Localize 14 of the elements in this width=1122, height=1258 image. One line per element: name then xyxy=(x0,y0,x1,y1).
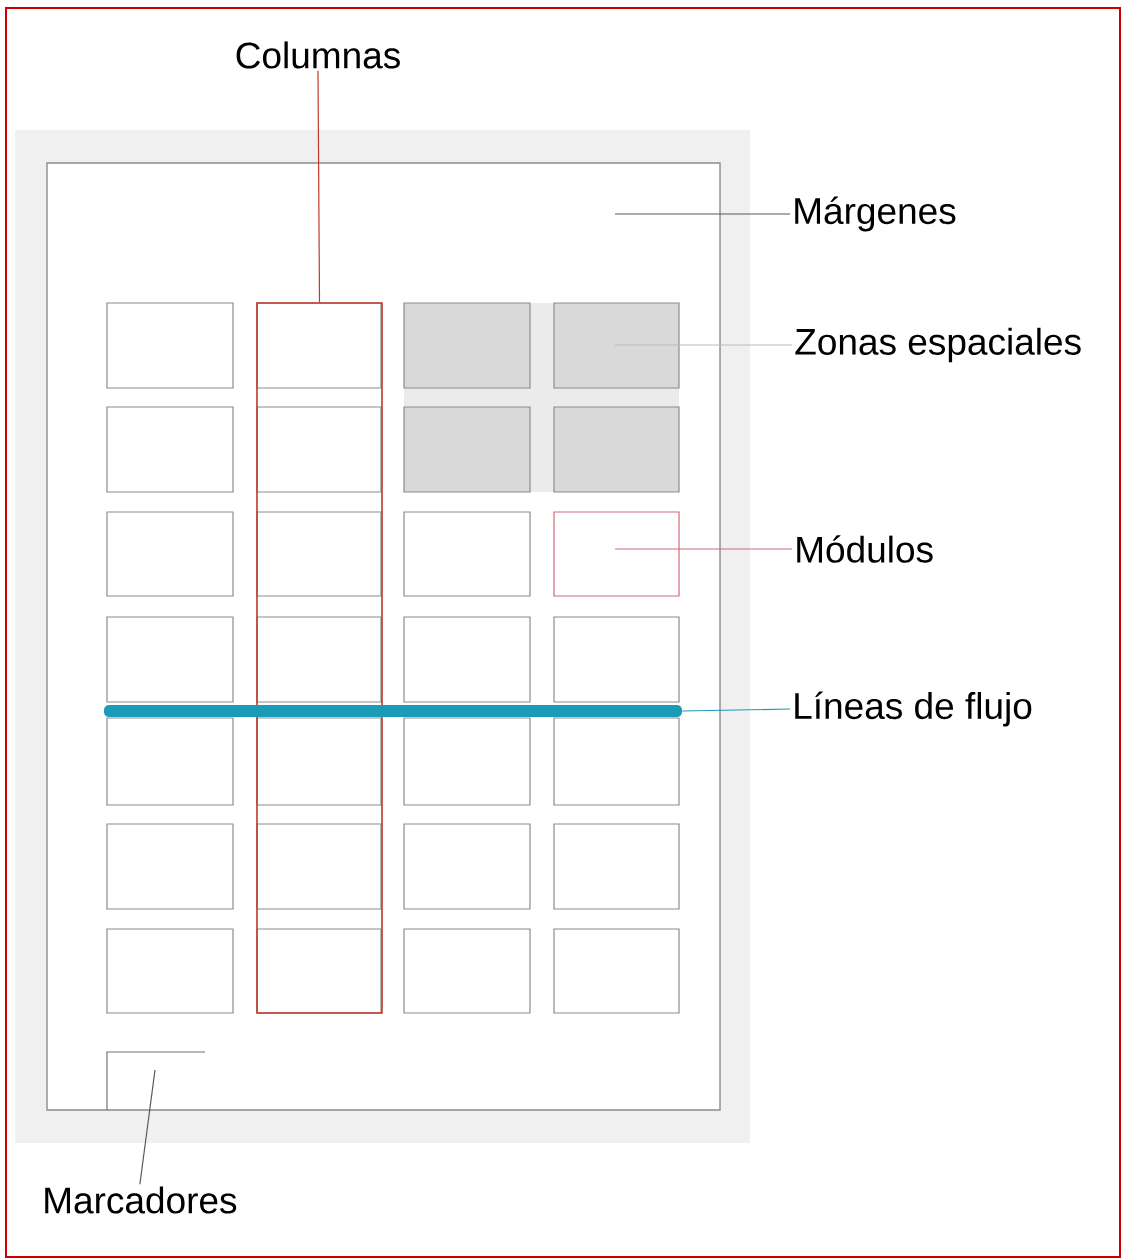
part-label: Márgenes xyxy=(795,196,956,232)
part-label: Zonas espaciales xyxy=(795,327,1081,363)
leader-line xyxy=(317,70,321,303)
leader-line xyxy=(614,344,793,346)
part-label: Líneas de flujo xyxy=(795,691,1032,727)
part-label: Marcadores xyxy=(45,1186,237,1214)
leader-line xyxy=(614,213,791,215)
module-box xyxy=(553,511,680,597)
part-label: Módulos xyxy=(797,535,933,563)
leader-line xyxy=(139,1069,156,1185)
leader-line xyxy=(681,708,791,712)
leader-line xyxy=(614,548,793,550)
column-box xyxy=(256,302,383,1014)
part-label: Columnas xyxy=(236,41,400,69)
